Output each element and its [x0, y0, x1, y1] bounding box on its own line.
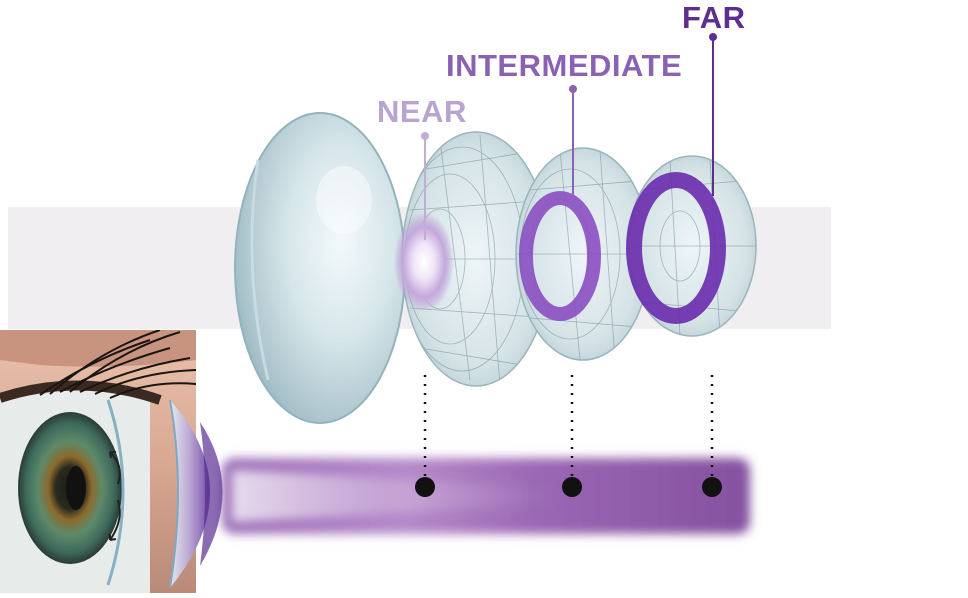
far-lens — [626, 155, 757, 337]
intermediate-lens — [515, 147, 651, 361]
eye-closeup-icon — [0, 330, 196, 593]
contact-lens-icon — [169, 399, 223, 589]
intermediate-leader — [569, 85, 577, 196]
near-leader — [421, 132, 429, 240]
far-label: FAR — [682, 0, 746, 35]
intermediate-label: INTERMEDIATE — [446, 48, 683, 83]
clear-lens — [234, 112, 406, 424]
far-leader — [709, 33, 717, 196]
intermediate-focus-marker — [562, 375, 582, 497]
near-lens — [394, 131, 551, 387]
far-focus-marker — [702, 375, 722, 497]
curved-arrows-icon — [109, 451, 121, 541]
near-label: NEAR — [377, 94, 467, 129]
near-focus-marker — [415, 375, 435, 497]
light-beam — [222, 458, 750, 534]
